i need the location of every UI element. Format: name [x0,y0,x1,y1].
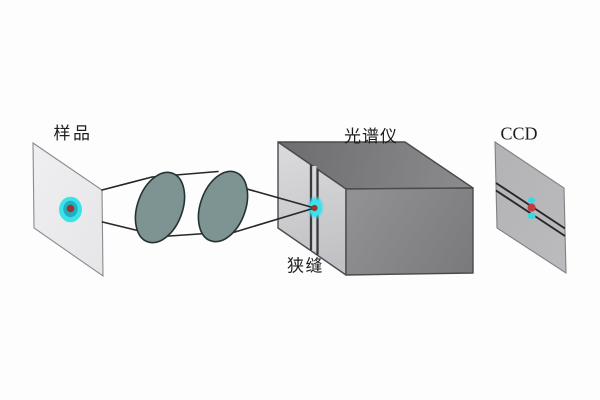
sample-label: 样品 [54,124,93,143]
spectrometer-label: 光谱仪 [344,127,398,146]
ccd-detector [494,140,567,275]
ray-top-left [101,170,219,191]
ccd-spot-cyan-upper [527,197,536,204]
slit-focus-dot [311,204,318,212]
slit-label: 狭缝 [287,257,324,276]
lens-pair [134,170,249,244]
sample-spot-core [66,204,75,213]
spectrometer-front-face [345,187,474,276]
lens-1 [134,171,186,244]
lens-2 [197,170,249,243]
spectrometer-box [277,141,474,276]
ccd-label: CCD [500,124,537,144]
ray-bottom-right [229,207,316,235]
ccd-spot-red [527,203,536,212]
ccd-spot-cyan-lower [527,212,536,220]
